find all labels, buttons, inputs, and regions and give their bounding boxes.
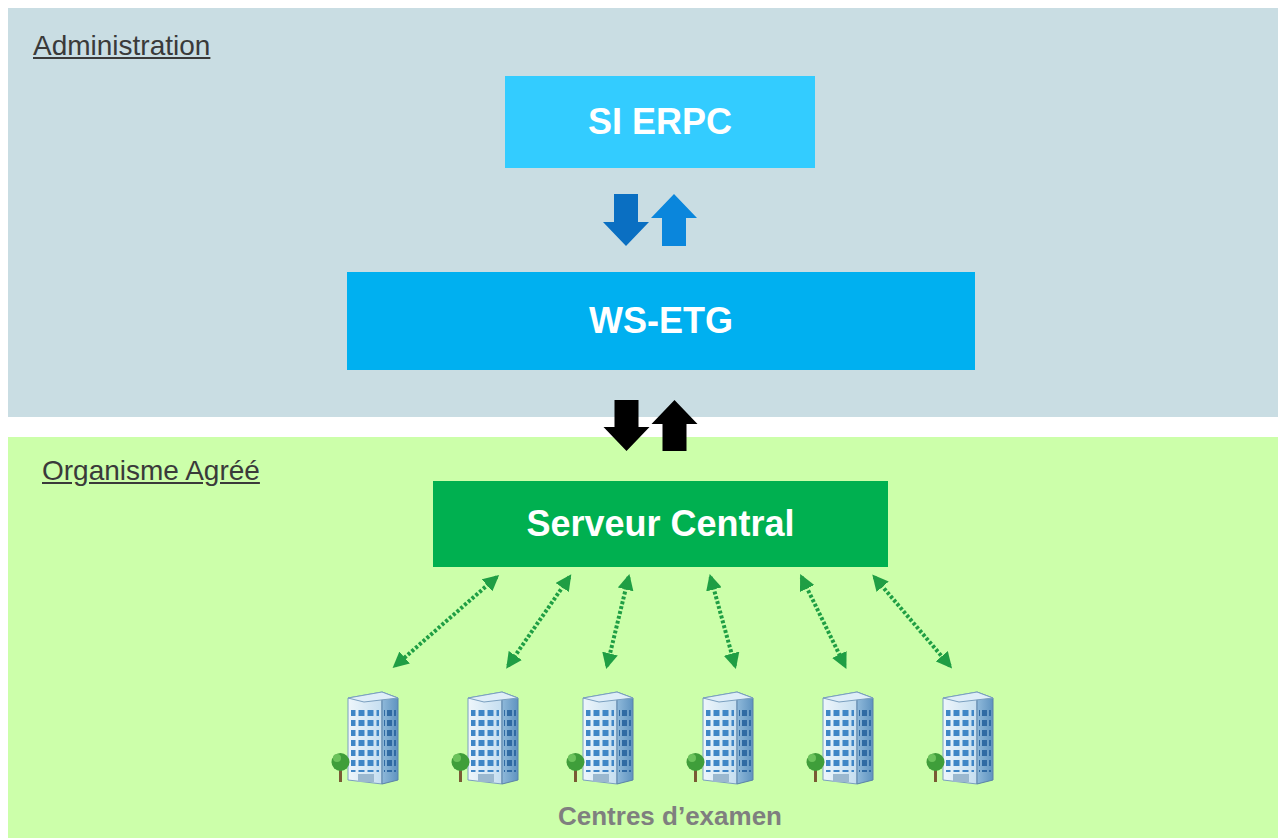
double-block-arrow: [603, 194, 697, 246]
dotted-double-arrow: [508, 577, 570, 666]
building-icon: [807, 692, 874, 784]
region-title: Administration: [33, 30, 210, 62]
arrow-line: [802, 577, 845, 666]
arrow-shape: [603, 194, 649, 246]
dotted-double-arrow: [607, 577, 629, 666]
box-label: Serveur Central: [526, 503, 794, 545]
arrow-shape: [652, 400, 698, 451]
dotted-double-arrow: [802, 577, 845, 666]
dotted-double-arrow: [874, 577, 950, 666]
administration-ground: [8, 8, 1278, 417]
organisme-ground: [8, 437, 1278, 838]
arrow-line: [874, 577, 950, 666]
arrow-shape: [604, 400, 650, 451]
region-title: Organisme Agréé: [42, 455, 260, 487]
double-block-arrow: [604, 400, 698, 451]
service-box: WS-ETG: [347, 272, 975, 370]
arrow-line: [607, 577, 629, 666]
dotted-double-arrow: [711, 577, 735, 666]
box-label: SI ERPC: [588, 101, 732, 143]
server-box: Serveur Central: [433, 481, 888, 567]
building-icon: [332, 692, 399, 784]
region-band: Administration SI ERPC WS-ETG: [8, 8, 1278, 417]
building-icon: [567, 692, 634, 784]
box-label: WS-ETG: [589, 300, 733, 342]
building-icon: [687, 692, 754, 784]
building-icon: [927, 692, 994, 784]
group-label: Centres d’examen: [300, 801, 1040, 832]
arrow-shape: [651, 194, 697, 246]
exam-centres-group: Centres d’examen: [300, 668, 1040, 838]
region-band: Organisme AgrééServeur CentralCentres d’…: [8, 437, 1278, 838]
building-icon: [452, 692, 519, 784]
dotted-double-arrow: [395, 577, 497, 666]
arrow-line: [395, 577, 497, 666]
arrow-line: [508, 577, 570, 666]
arrow-line: [711, 577, 735, 666]
system-box: SI ERPC: [505, 76, 815, 168]
